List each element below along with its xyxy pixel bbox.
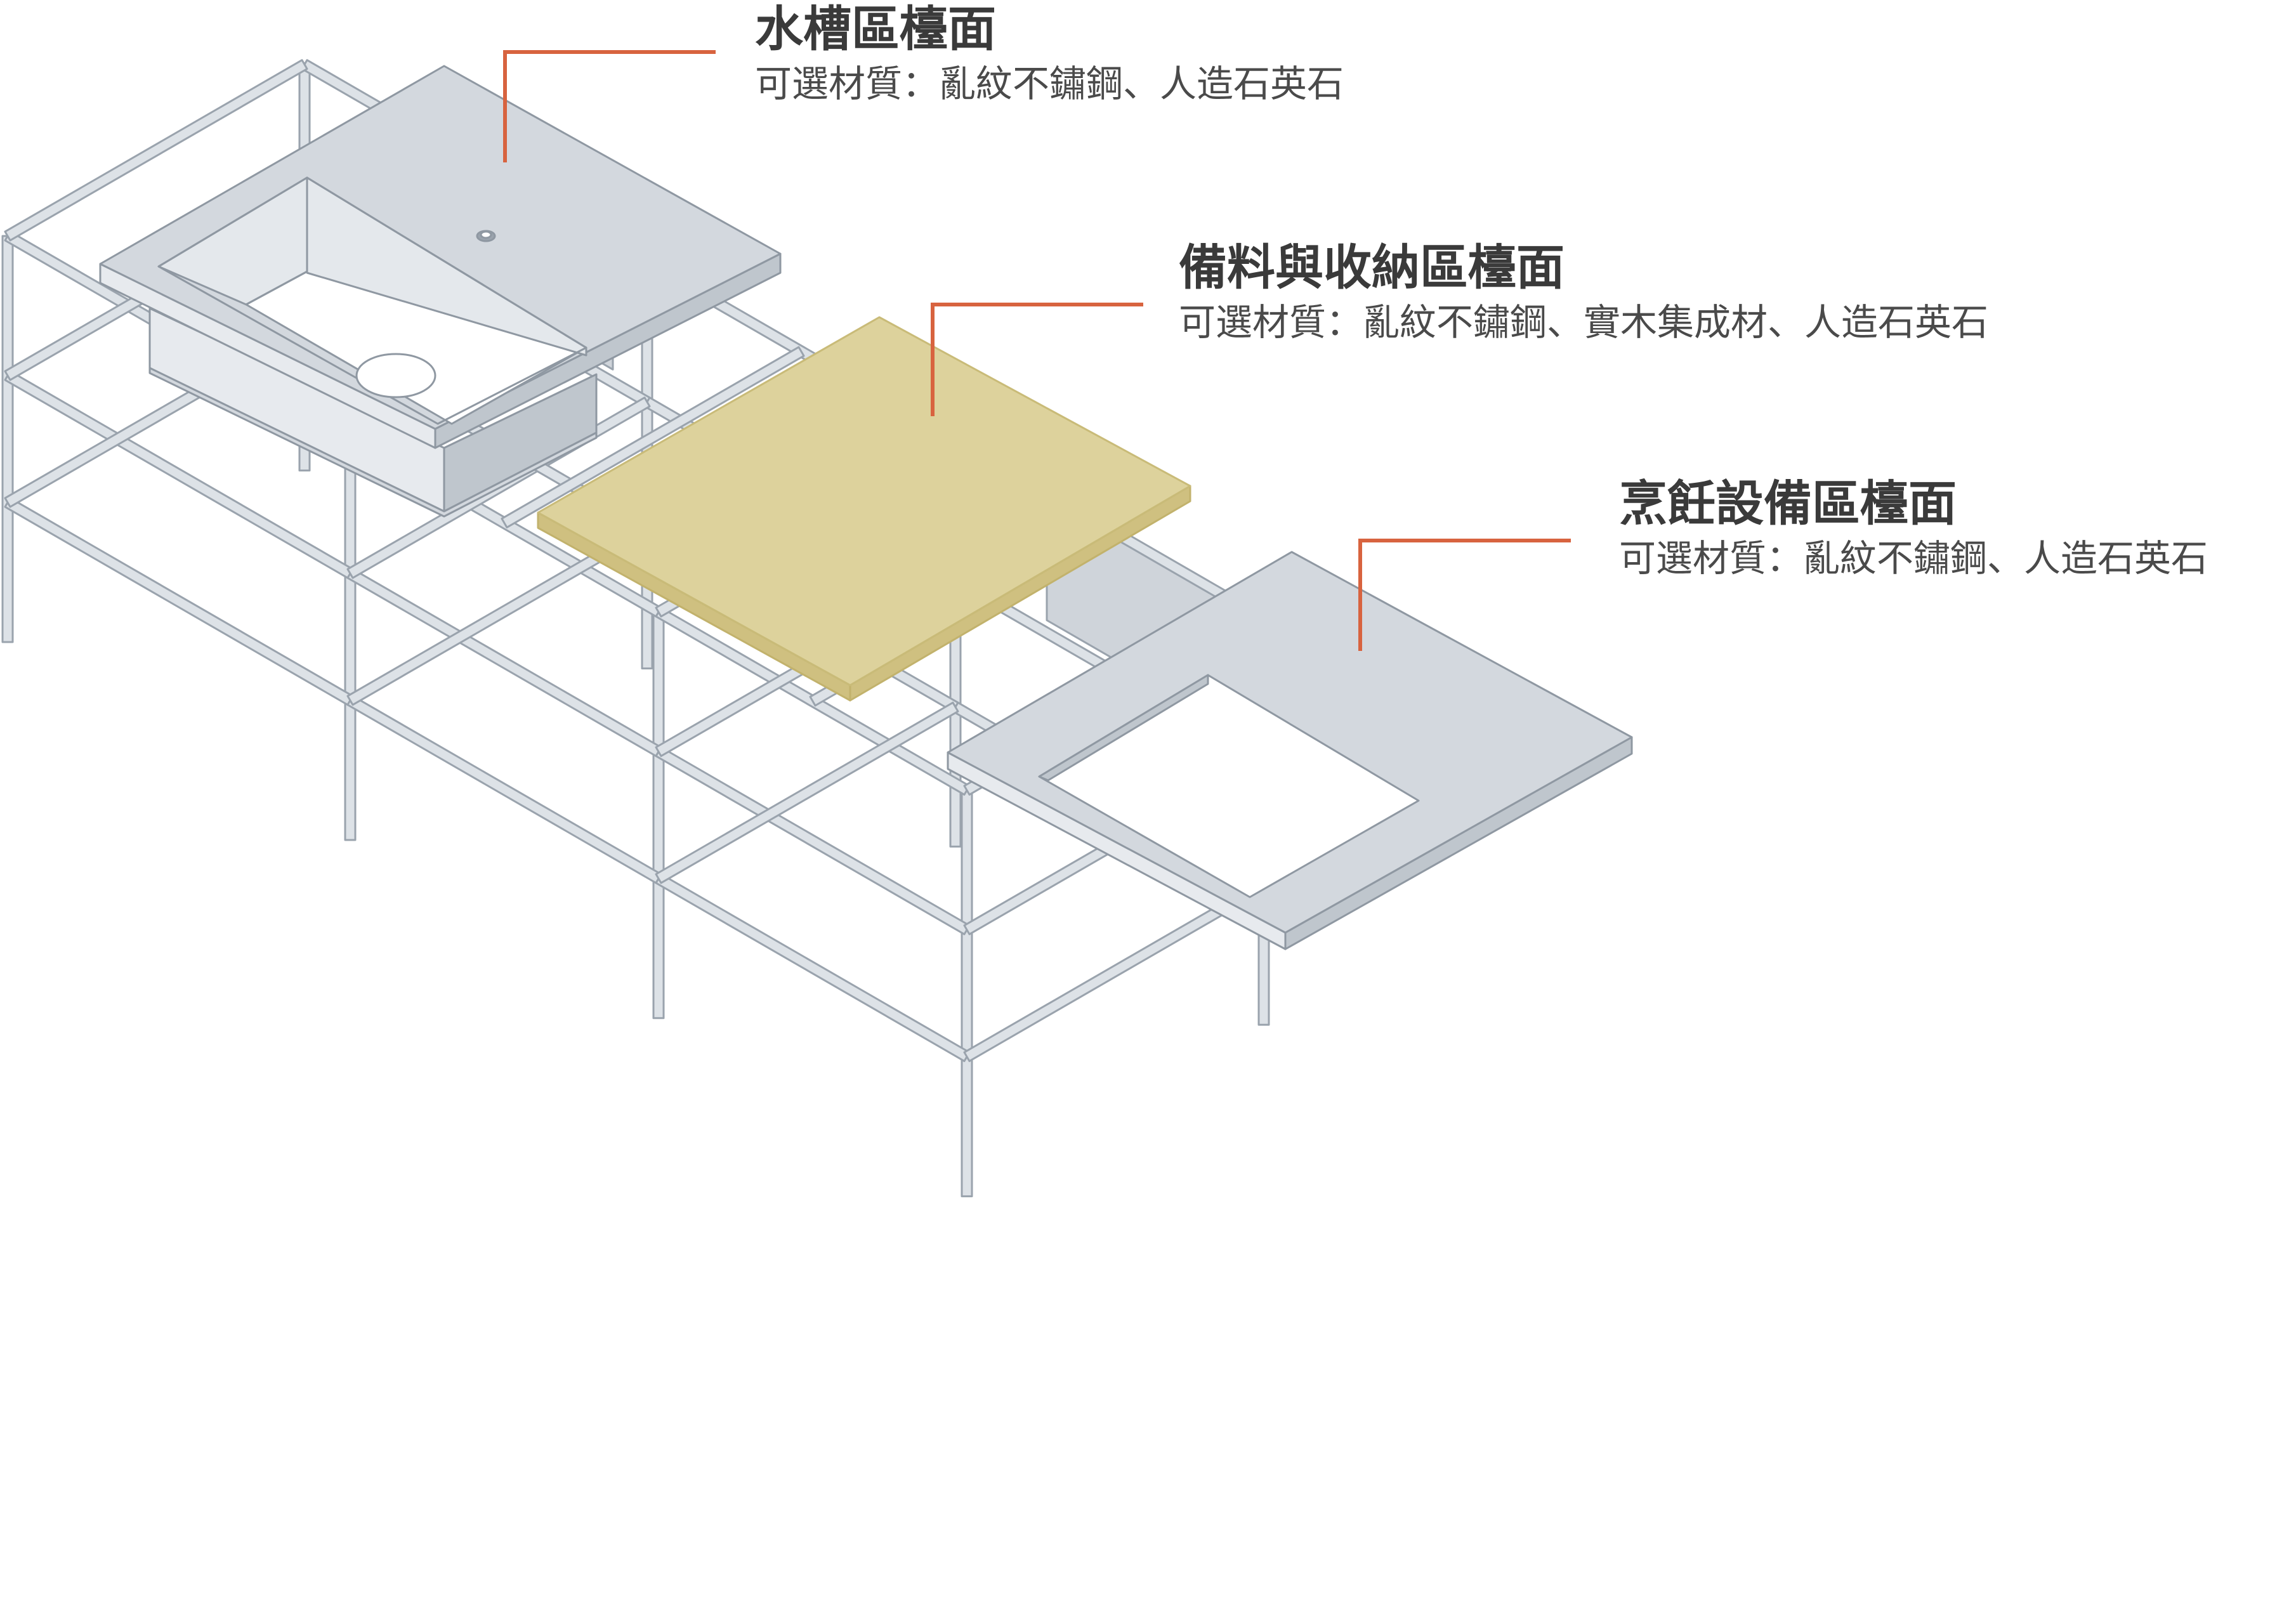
frame-post-0-0: [1, 235, 14, 643]
frame-rail-front-2-0: [4, 497, 354, 706]
sink-bowl-opening-outline: [157, 176, 587, 425]
cooking-label-subtitle: 可選材質：亂紋不鏽鋼、人造石英石: [1619, 537, 2208, 580]
frame-rail-depth-0-0: [4, 59, 308, 242]
cooking-label-title: 烹飪設備區檯面: [1619, 475, 1957, 532]
sink-countertop: [99, 65, 782, 518]
sink-drain-hole: [355, 353, 436, 398]
sink-slab-top: [99, 65, 782, 430]
prep-leader-line: [931, 303, 1143, 416]
sink-leader-line: [503, 50, 716, 162]
sink-bowl-base-edge: [148, 367, 598, 518]
sink-label-title: 水槽區檯面: [755, 1, 996, 57]
cooktop-cutout-inner-edge: [1038, 674, 1209, 782]
frame-post-2-0: [652, 611, 665, 1020]
prep-countertop: [537, 316, 1191, 702]
prep-label-title: 備料與收納區檯面: [1179, 239, 1565, 296]
frame-rail-depth-2-2: [655, 701, 959, 884]
prep-slab-top: [537, 316, 1191, 686]
cooking-countertop: [947, 551, 1633, 950]
frame-post-1-0: [344, 433, 357, 841]
cooking-leader-line: [1358, 539, 1571, 651]
frame-top-stretcher-1: [501, 346, 805, 528]
frame-post-3-0: [961, 789, 973, 1198]
faucet-hole-rim: [480, 230, 492, 239]
sink-label-subtitle: 可選材質：亂紋不鏽鋼、人造石英石: [755, 62, 1344, 105]
prep-label-subtitle: 可選材質：亂紋不鏽鋼、實木集成材、人造石英石: [1179, 301, 1988, 344]
